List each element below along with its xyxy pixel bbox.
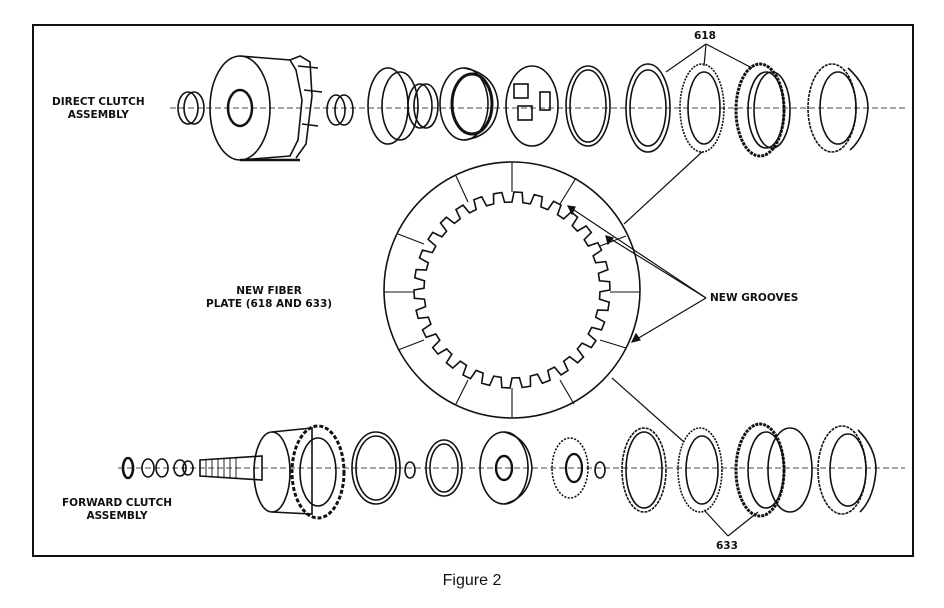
new-fiber-label-line1: NEW FIBER [236, 285, 302, 297]
diagram-border [32, 24, 914, 557]
new-grooves-arrows [566, 205, 707, 343]
forward-clutch-label: FORWARD CLUTCH ASSEMBLY [62, 497, 172, 523]
callout-618-label: 618 [694, 30, 716, 42]
callout-618-leaders [623, 43, 753, 225]
new-fiber-label-line2: PLATE (618 AND 633) [206, 298, 333, 310]
forward-clutch-label-line2: ASSEMBLY [86, 510, 148, 522]
new-fiber-label: NEW FIBER PLATE (618 AND 633) [206, 285, 332, 311]
forward-clutch-label-line1: FORWARD CLUTCH [62, 497, 173, 509]
direct-clutch-parts [177, 55, 869, 162]
forward-clutch-parts [121, 422, 877, 520]
direct-clutch-label-line1: DIRECT CLUTCH [52, 96, 145, 108]
callout-633-leaders [703, 509, 759, 537]
new-grooves-label: NEW GROOVES [710, 292, 799, 304]
direct-clutch-label: DIRECT CLUTCH ASSEMBLY [52, 96, 145, 122]
fiber-plate-enlarged [383, 161, 641, 419]
direct-clutch-label-line2: ASSEMBLY [67, 109, 129, 121]
callout-633-label: 633 [716, 540, 738, 552]
figure-caption: Figure 2 [442, 572, 502, 589]
callout-633-upper-leader [611, 377, 685, 443]
plate-inner-splines [413, 191, 611, 389]
